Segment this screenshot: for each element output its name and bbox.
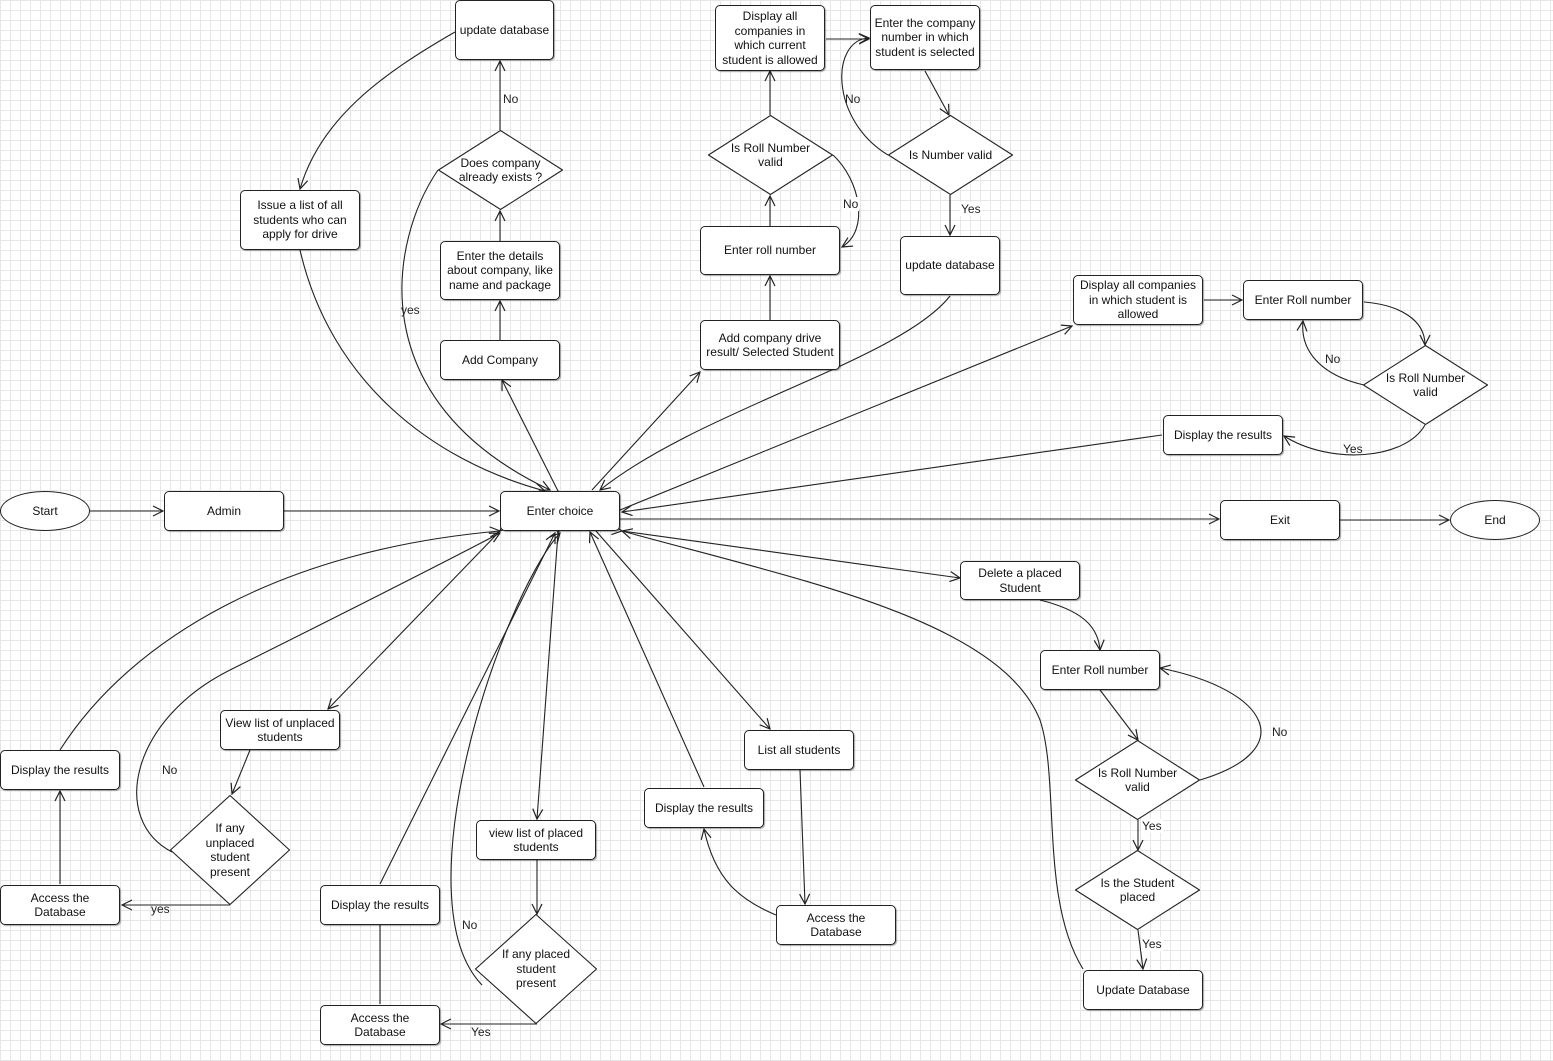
display-results-companies-step: Display the results bbox=[1163, 415, 1283, 455]
display-results-companies-label: Display the results bbox=[1173, 427, 1273, 442]
display-results-placed-step: Display the results bbox=[320, 885, 440, 925]
edge-label-no: No bbox=[461, 918, 479, 932]
access-database-list-label: Access the Database bbox=[806, 910, 866, 940]
edge-label-no: No bbox=[1272, 725, 1288, 739]
any-placed-decision: If any placed student present bbox=[475, 914, 597, 1024]
admin-step: Admin bbox=[164, 491, 284, 531]
view-unplaced-label: View list of unplaced students bbox=[225, 715, 335, 745]
update-database-drive-label: update database bbox=[905, 258, 995, 273]
access-database-list-step: Access the Database bbox=[776, 905, 896, 945]
edge-label-yes: Yes bbox=[471, 1025, 491, 1039]
roll-valid-companies-label: Is Roll Number valid bbox=[1385, 370, 1466, 400]
display-results-placed-label: Display the results bbox=[330, 897, 430, 912]
display-companies-allowed-step: Display all companies in which student i… bbox=[1073, 275, 1203, 325]
student-placed-decision: Is the Student placed bbox=[1075, 850, 1200, 930]
view-unplaced-step: View list of unplaced students bbox=[220, 710, 340, 750]
add-drive-result-label: Add company drive result/ Selected Stude… bbox=[706, 330, 834, 360]
roll-valid-drive-decision: Is Roll Number valid bbox=[708, 115, 833, 195]
decision-diamond-shape bbox=[1075, 740, 1200, 820]
add-company-step: Add Company bbox=[440, 340, 560, 380]
enter-choice-step: Enter choice bbox=[500, 491, 620, 531]
edge-label-no: No bbox=[1325, 352, 1341, 366]
display-companies-current-label: Display all companies in which current s… bbox=[722, 9, 818, 67]
admin-label: Admin bbox=[206, 503, 241, 518]
decision-diamond-shape bbox=[438, 130, 563, 210]
edge-label-no: No bbox=[845, 92, 861, 106]
edge-label-yes: yes bbox=[401, 303, 420, 317]
end-terminal: End bbox=[1450, 500, 1540, 540]
enter-roll-number-companies-step: Enter Roll number bbox=[1243, 280, 1363, 320]
display-results-list-label: Display the results bbox=[654, 800, 754, 815]
list-all-students-label: List all students bbox=[757, 742, 841, 757]
decision-diamond-shape bbox=[170, 795, 290, 905]
display-results-unplaced-label: Display the results bbox=[10, 762, 110, 777]
decision-diamond-shape bbox=[888, 115, 1013, 195]
update-database-delete-step: Update Database bbox=[1083, 970, 1203, 1010]
add-drive-result-step: Add company drive result/ Selected Stude… bbox=[700, 320, 840, 370]
edge-label-yes: Yes bbox=[960, 202, 982, 216]
enter-company-number-label: Enter the company number in which studen… bbox=[874, 15, 976, 59]
decision-diamond-shape bbox=[708, 115, 833, 195]
edge-label-yes: Yes bbox=[1343, 442, 1363, 456]
decision-diamond-shape bbox=[1363, 345, 1488, 425]
number-valid-decision: Is Number valid bbox=[888, 115, 1013, 195]
delete-placed-student-label: Delete a placed Student bbox=[978, 566, 1062, 595]
update-database-drive-step: update database bbox=[900, 236, 1000, 295]
update-database-company-label: update database bbox=[459, 22, 550, 37]
display-results-unplaced-step: Display the results bbox=[0, 750, 120, 790]
company-exists-decision: Does company already exists ? bbox=[438, 130, 563, 210]
view-placed-label: view list of placed students bbox=[488, 825, 584, 855]
enter-roll-number-delete-label: Enter Roll number bbox=[1051, 662, 1149, 677]
access-database-unplaced-step: Access the Database bbox=[0, 885, 120, 925]
company-exists-label: Does company already exists ? bbox=[458, 155, 543, 185]
enter-company-details-label: Enter the details about company, like na… bbox=[447, 248, 553, 292]
display-results-list-step: Display the results bbox=[644, 788, 764, 828]
access-database-placed-label: Access the Database bbox=[350, 1010, 410, 1040]
roll-valid-delete-decision: Is Roll Number valid bbox=[1075, 740, 1200, 820]
number-valid-label: Is Number valid bbox=[908, 147, 993, 162]
start-label: Start bbox=[32, 503, 58, 518]
edge-label-yes: Yes bbox=[1141, 819, 1163, 833]
any-unplaced-decision: If any unplaced student present bbox=[170, 795, 290, 905]
list-all-students-step: List all students bbox=[744, 730, 854, 770]
edge-label-no: No bbox=[502, 92, 520, 106]
delete-placed-student-step: Delete a placed Student bbox=[960, 561, 1080, 600]
any-placed-label: If any placed student present bbox=[501, 947, 571, 991]
view-placed-step: view list of placed students bbox=[476, 820, 596, 860]
end-label: End bbox=[1484, 512, 1506, 527]
decision-diamond-shape bbox=[475, 914, 597, 1024]
roll-valid-companies-decision: Is Roll Number valid bbox=[1363, 345, 1488, 425]
enter-choice-label: Enter choice bbox=[526, 503, 594, 518]
start-terminal: Start bbox=[0, 491, 90, 531]
exit-step: Exit bbox=[1220, 500, 1340, 540]
enter-roll-number-drive-step: Enter roll number bbox=[700, 226, 840, 275]
roll-valid-delete-label: Is Roll Number valid bbox=[1097, 765, 1178, 795]
exit-label: Exit bbox=[1269, 512, 1290, 527]
edge-label-yes: Yes bbox=[1141, 937, 1163, 951]
display-companies-allowed-label: Display all companies in which student i… bbox=[1079, 278, 1197, 322]
edge-label-no: No bbox=[842, 197, 860, 211]
enter-roll-number-drive-label: Enter roll number bbox=[723, 243, 817, 258]
update-database-delete-label: Update Database bbox=[1096, 982, 1190, 997]
issue-list-label: Issue a list of all students who can app… bbox=[253, 198, 347, 242]
issue-list-step: Issue a list of all students who can app… bbox=[240, 190, 360, 250]
add-company-label: Add Company bbox=[461, 352, 539, 367]
access-database-placed-step: Access the Database bbox=[320, 1005, 440, 1045]
enter-company-details-step: Enter the details about company, like na… bbox=[440, 241, 560, 300]
student-placed-label: Is the Student placed bbox=[1100, 875, 1175, 905]
roll-valid-drive-label: Is Roll Number valid bbox=[730, 140, 811, 170]
decision-diamond-shape bbox=[1075, 850, 1200, 930]
enter-company-number-step: Enter the company number in which studen… bbox=[870, 5, 980, 70]
enter-roll-number-companies-label: Enter Roll number bbox=[1254, 292, 1352, 307]
edge-label-no: No bbox=[162, 763, 178, 777]
enter-roll-number-delete-step: Enter Roll number bbox=[1040, 650, 1160, 690]
any-unplaced-label: If any unplaced student present bbox=[205, 821, 255, 879]
update-database-company-step: update database bbox=[455, 0, 554, 60]
access-database-unplaced-label: Access the Database bbox=[30, 890, 90, 920]
display-companies-current-step: Display all companies in which current s… bbox=[715, 5, 825, 71]
edge-label-yes: yes bbox=[151, 902, 170, 916]
